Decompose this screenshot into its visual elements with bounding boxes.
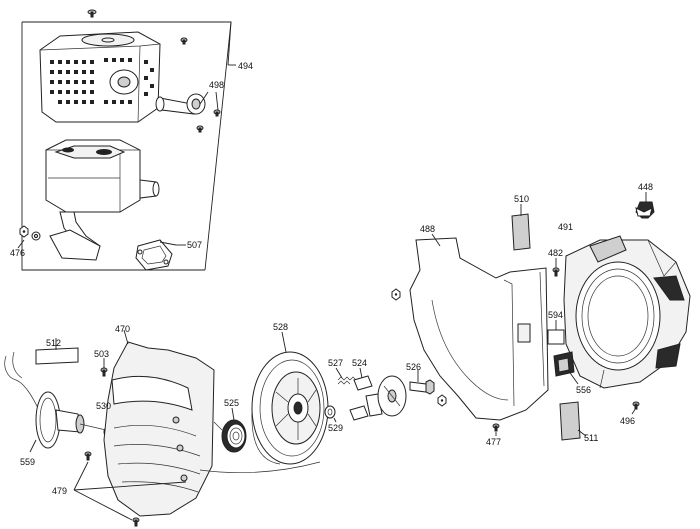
callout-479: 479 (52, 486, 67, 496)
screw-shield-top (87, 9, 97, 18)
callout-491: 491 (558, 222, 573, 232)
callout-labels: 494 498 476 507 448 510 488 491 482 594 … (10, 61, 653, 496)
screws-479 (73, 451, 187, 527)
screw-503 (100, 358, 108, 377)
heat-shield-holes (50, 58, 154, 104)
callout-526: 526 (406, 362, 421, 372)
pawls-524 (349, 367, 383, 421)
callout-511: 511 (584, 433, 598, 443)
callout-510: 510 (514, 194, 529, 204)
recoil-spring-525 (213, 407, 247, 453)
muffler-heat-shield (39, 31, 161, 123)
starter-pulley-528 (199, 331, 329, 474)
clip-448 (635, 192, 655, 219)
callout-470: 470 (115, 324, 130, 334)
callout-512: 512 (46, 338, 61, 348)
screw-shield-right (180, 37, 188, 45)
callout-559: 559 (20, 457, 35, 467)
muffler-group-frame (21, 21, 232, 271)
muffler-leaders (17, 64, 236, 249)
callout-527: 527 (328, 358, 343, 368)
callout-477: 477 (486, 437, 501, 447)
label-sticker-510 (511, 204, 531, 251)
screw-496 (631, 401, 640, 415)
muffler-body (45, 139, 160, 261)
decal-512 (35, 338, 79, 365)
callout-556: 556 (576, 385, 591, 395)
callout-503: 503 (94, 349, 109, 359)
air-baffle-488 (409, 233, 549, 421)
callout-507: 507 (187, 240, 202, 250)
callout-525: 525 (224, 398, 239, 408)
callout-528: 528 (273, 322, 288, 332)
blower-housing-491 (563, 235, 691, 389)
callout-488: 488 (420, 224, 435, 234)
ratchet-plate (377, 375, 407, 417)
callout-524: 524 (352, 358, 367, 368)
callout-482: 482 (548, 248, 563, 258)
callout-594: 594 (548, 310, 563, 320)
nut-baffle-lower (437, 394, 447, 407)
callout-476: 476 (10, 248, 25, 258)
bolt-526 (409, 370, 435, 395)
callout-498: 498 (209, 80, 224, 90)
callout-496: 496 (620, 416, 635, 426)
label-sticker-594 (547, 320, 565, 345)
nut-baffle (391, 288, 401, 301)
screw-482 (552, 258, 560, 277)
callout-448: 448 (638, 182, 653, 192)
pawl-springs-527 (335, 367, 357, 385)
callout-530: 530 (96, 401, 111, 411)
bracket-556 (553, 351, 579, 385)
callout-529: 529 (328, 423, 343, 433)
label-sticker-511 (559, 401, 587, 441)
starter-cover-470 (103, 329, 215, 517)
screw-477 (492, 423, 500, 436)
callout-494: 494 (238, 61, 253, 71)
spark-arrester (155, 93, 221, 133)
muffler-nuts (19, 225, 41, 241)
washer-529 (324, 405, 337, 423)
muffler-gasket (135, 239, 173, 271)
